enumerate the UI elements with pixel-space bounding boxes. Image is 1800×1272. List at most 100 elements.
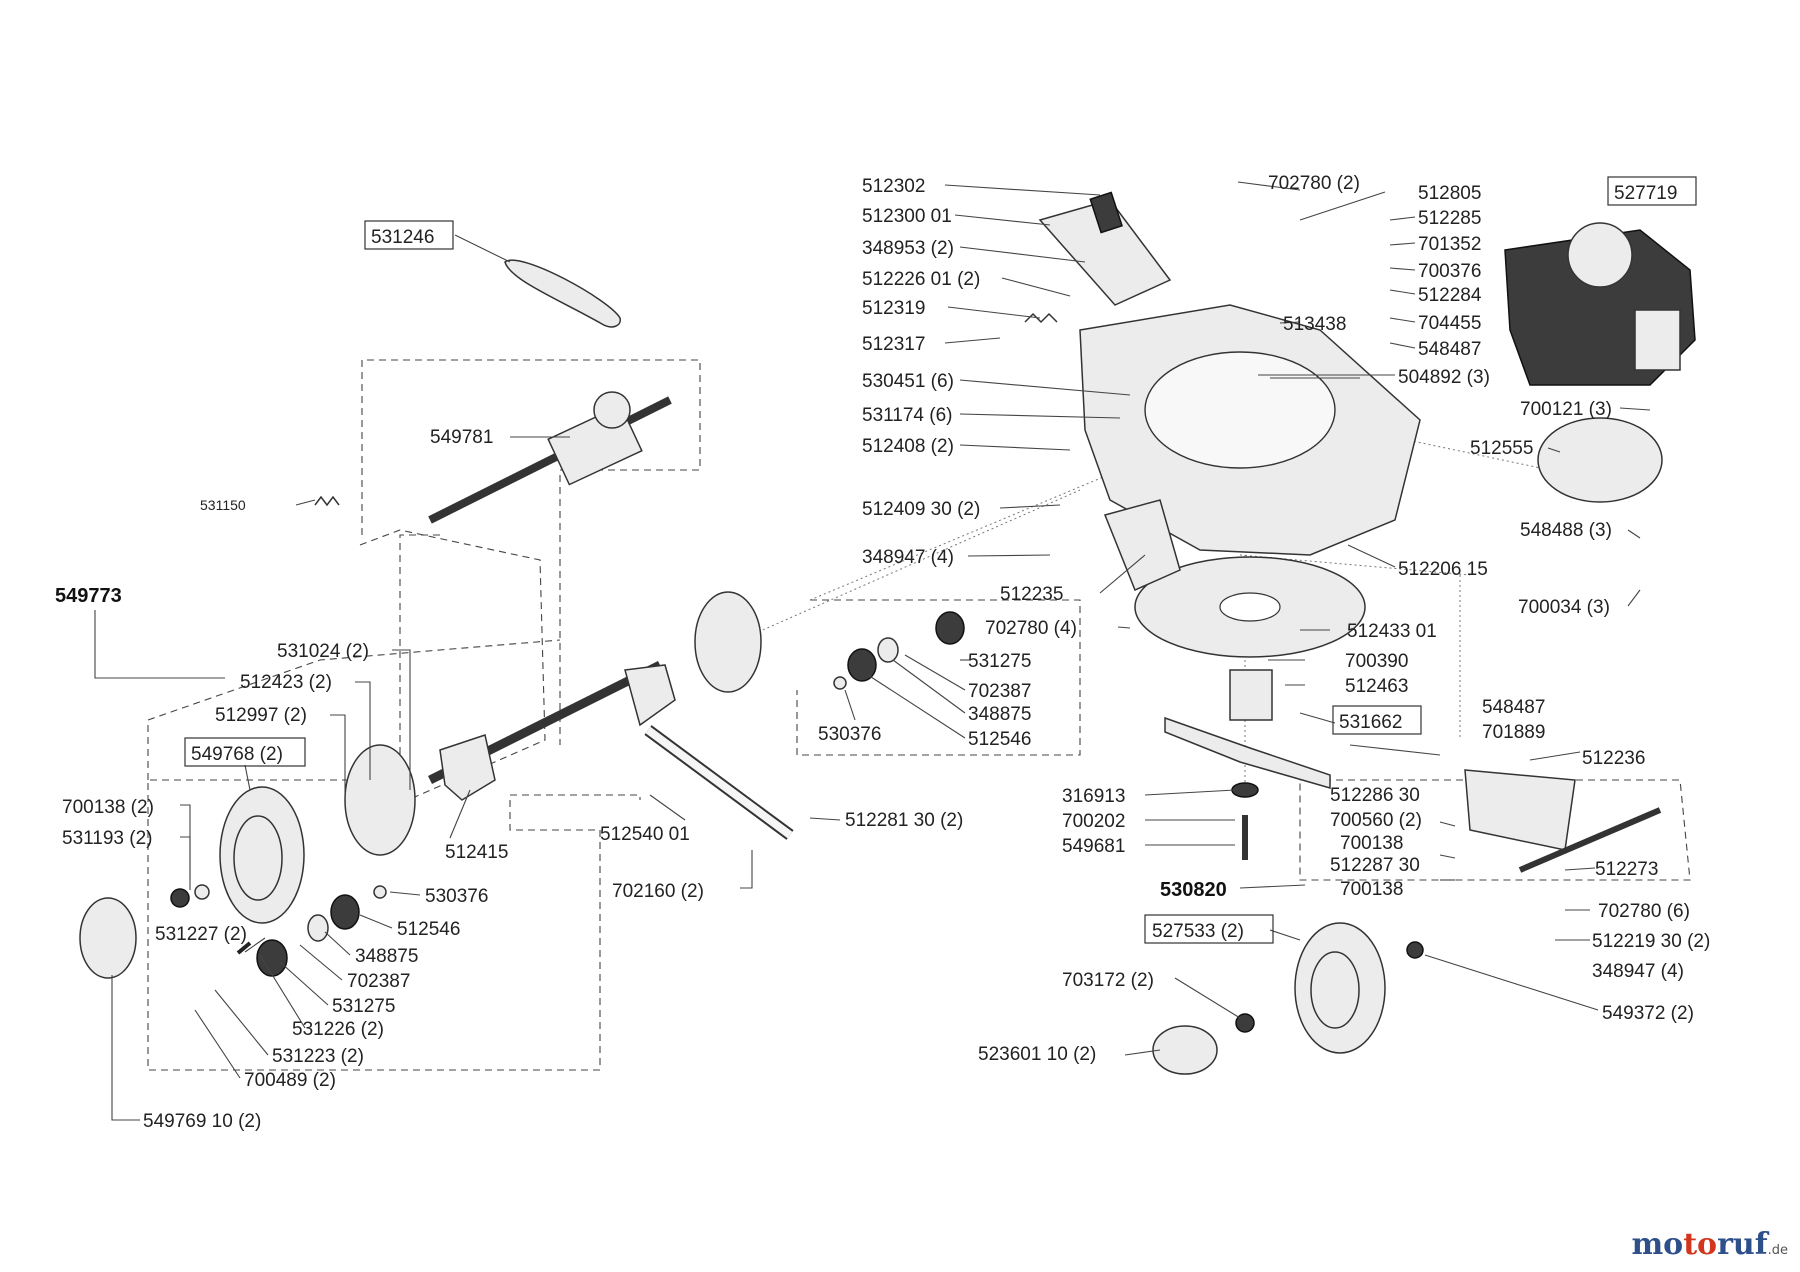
adjust-rod-512273: [1518, 807, 1662, 873]
label-549372: 549372 (2): [1602, 1003, 1694, 1024]
label-512433-01: 512433 01: [1347, 621, 1437, 642]
label-704455: 704455: [1418, 313, 1481, 334]
label-531246: 531246: [371, 227, 434, 248]
label-512415: 512415: [445, 842, 508, 863]
hubcap-left: [79, 897, 137, 979]
bearing-348875-right: [877, 637, 899, 663]
washer-316913: [1231, 782, 1259, 798]
bearing-348875-left: [307, 914, 329, 942]
label-700138-c: 700138 (2): [62, 797, 154, 818]
box-531662: [1332, 705, 1422, 735]
leader-lines: [94, 181, 1651, 1121]
flap-bracket-512302: [1089, 191, 1123, 234]
label-531226: 531226 (2): [292, 1019, 384, 1040]
brand-logo: motoruf.de: [1631, 1227, 1788, 1262]
label-702160: 702160 (2): [612, 881, 704, 902]
label-700560: 700560 (2): [1330, 810, 1422, 831]
label-512546-b: 512546: [968, 729, 1031, 750]
label-512226-01: 512226 01 (2): [862, 269, 980, 290]
label-512408: 512408 (2): [862, 436, 954, 457]
label-530451: 530451 (6): [862, 371, 954, 392]
brand-logo-part-3: ruf: [1717, 1227, 1768, 1262]
part-labels: 512302 512300 01 348953 (2) 512226 01 (2…: [55, 173, 1710, 1132]
gearbox-upper-outline: [361, 359, 701, 745]
drive-hub-disc: [344, 744, 416, 856]
label-700376: 700376: [1418, 261, 1481, 282]
box-531246: [364, 220, 454, 250]
label-512540-01: 512540 01: [600, 824, 690, 845]
blade-hub: [1229, 669, 1273, 721]
label-348947-b: 348947 (4): [1592, 961, 1684, 982]
label-700034: 700034 (3): [1518, 597, 1610, 618]
blade: [1164, 716, 1331, 789]
blade-disc-hole: [1219, 592, 1281, 622]
label-701889: 701889: [1482, 722, 1545, 743]
washer-530376-right: [833, 676, 847, 690]
alignment-line: [739, 489, 1081, 641]
washer-700138: [194, 884, 210, 900]
label-512423: 512423 (2): [240, 672, 332, 693]
label-512285: 512285: [1418, 208, 1481, 229]
label-512300-01: 512300 01: [862, 206, 952, 227]
label-530376-a: 530376: [425, 886, 488, 907]
label-512997: 512997 (2): [215, 705, 307, 726]
engine-muffler: [1634, 309, 1681, 371]
adjust-lever: [624, 664, 676, 727]
label-549769-10: 549769 10 (2): [143, 1111, 261, 1132]
label-703172: 703172 (2): [1062, 970, 1154, 991]
label-549768: 549768 (2): [191, 744, 283, 765]
label-700138-b: 700138: [1340, 879, 1403, 900]
flap-spring-512319: [1024, 312, 1058, 324]
label-512409-30: 512409 30 (2): [862, 499, 980, 520]
label-512805: 512805: [1418, 183, 1481, 204]
pinion-group-outline: [796, 599, 1081, 756]
brand-logo-part-2: to: [1683, 1227, 1718, 1262]
label-531193: 531193 (2): [62, 828, 153, 849]
front-wheel-right: [1294, 922, 1386, 1054]
label-512236: 512236: [1582, 748, 1645, 769]
brand-logo-part-1: mo: [1631, 1227, 1684, 1262]
label-701352: 701352: [1418, 234, 1481, 255]
drive-belt: [504, 259, 621, 328]
label-348947-a: 348947 (4): [862, 547, 954, 568]
label-700121: 700121 (3): [1520, 399, 1612, 420]
label-512319: 512319: [862, 298, 925, 319]
nut-703172: [1235, 1013, 1255, 1033]
label-531275-a: 531275: [332, 996, 395, 1017]
label-702780-2: 702780 (2): [1268, 173, 1360, 194]
brand-logo-tld: .de: [1767, 1243, 1788, 1258]
label-531662: 531662: [1339, 712, 1402, 733]
label-530376-b: 530376: [818, 724, 881, 745]
label-316913: 316913: [1062, 786, 1125, 807]
label-700489: 700489 (2): [244, 1070, 336, 1091]
gear-512546-left: [330, 894, 360, 930]
label-531275-b: 531275: [968, 651, 1031, 672]
label-512317: 512317: [862, 334, 925, 355]
label-512463: 512463: [1345, 676, 1408, 697]
label-549781: 549781: [430, 427, 493, 448]
label-512206-15: 512206 15: [1398, 559, 1488, 580]
pinion-531275-left: [256, 939, 288, 977]
label-512287-30: 512287 30: [1330, 855, 1420, 876]
engine-air-filter: [1567, 222, 1633, 288]
label-548487-a: 548487: [1418, 339, 1481, 360]
box-527719: [1607, 176, 1697, 206]
label-523601-10: 523601 10 (2): [978, 1044, 1096, 1065]
parts: [79, 191, 1696, 1075]
alignment-line: [1239, 554, 1471, 576]
drive-shaft: [428, 396, 672, 524]
rear-wheel-left: [219, 786, 305, 924]
box-549768: [184, 737, 306, 767]
axle-bracket: [439, 734, 496, 801]
label-531174: 531174 (6): [862, 405, 953, 426]
label-504892: 504892 (3): [1398, 367, 1490, 388]
alignment-line: [809, 469, 1121, 601]
alignment-line: [1359, 429, 1551, 471]
label-700390: 700390: [1345, 651, 1408, 672]
nut-531193: [170, 888, 190, 908]
gearbox-group-outline: [147, 534, 641, 1071]
pinion-531275-right: [935, 611, 965, 645]
label-348875-b: 348875: [968, 704, 1031, 725]
gear-512546-right: [847, 648, 877, 682]
